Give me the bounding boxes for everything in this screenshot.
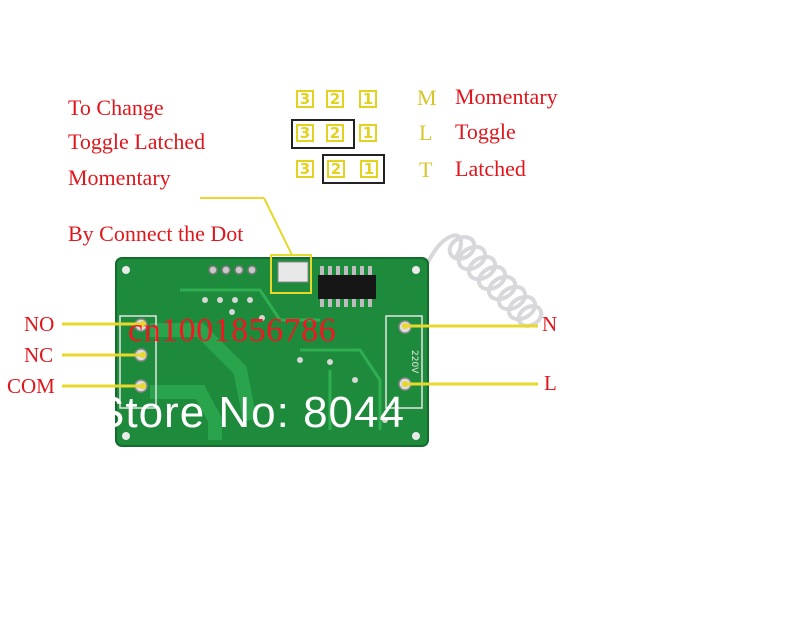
instruction-to-change: To Change xyxy=(68,95,164,120)
jumper-pin-1: 1 xyxy=(359,124,377,142)
jumper-pin-1: 1 xyxy=(360,160,378,178)
instruction-toggle-latched: Toggle Latched xyxy=(68,129,206,154)
jumper-pin-2: 2 xyxy=(326,124,344,142)
watermark-id: cn1001856786 xyxy=(128,312,337,349)
mode-letter-m: M xyxy=(417,85,437,110)
mode-label-toggle: Toggle xyxy=(455,119,516,144)
pcb-board xyxy=(115,257,429,447)
instruction-connect-dot: By Connect the Dot xyxy=(68,221,244,246)
terminal-label-com: COM xyxy=(7,374,55,398)
silkscreen-220v: 220V xyxy=(409,350,419,374)
jumper-link-3-2 xyxy=(291,119,355,149)
jumper-callout xyxy=(200,197,312,294)
jumper-pin-2: 2 xyxy=(326,90,344,108)
terminal-label-n: N xyxy=(542,312,558,336)
mode-letter-t: T xyxy=(419,157,433,182)
antenna-coil-icon xyxy=(418,233,544,328)
instruction-momentary: Momentary xyxy=(68,165,171,190)
jumper-pin-2: 2 xyxy=(327,160,345,178)
terminal-label-no: NO xyxy=(24,312,55,336)
jumper-pin-3: 3 xyxy=(296,124,314,142)
terminal-label-nc: NC xyxy=(24,343,54,367)
mode-label-momentary: Momentary xyxy=(455,84,558,109)
terminal-label-l: L xyxy=(544,371,557,395)
jumper-link-2-1 xyxy=(322,154,385,184)
watermark-store: Store No: 8044 xyxy=(95,388,405,437)
jumper-pin-3: 3 xyxy=(296,90,314,108)
jumper-pin-3: 3 xyxy=(296,160,314,178)
mode-label-latched: Latched xyxy=(455,156,526,181)
mode-letter-l: L xyxy=(419,120,433,145)
jumper-pin-1: 1 xyxy=(359,90,377,108)
